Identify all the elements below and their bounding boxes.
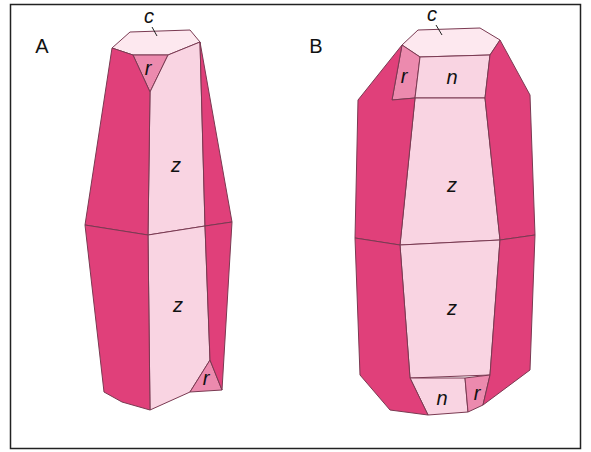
face-label: z xyxy=(447,175,457,195)
leader-line xyxy=(436,25,442,35)
face-dark xyxy=(205,222,232,390)
face-z xyxy=(148,42,205,235)
face-label: n xyxy=(436,388,447,408)
face-label: c xyxy=(427,4,437,24)
crystal-b xyxy=(355,25,535,415)
face-label: c xyxy=(144,6,154,26)
face-label: r xyxy=(203,368,210,388)
face-dark xyxy=(200,42,232,226)
face-label: r xyxy=(145,58,152,78)
face-c xyxy=(402,28,500,57)
face-z xyxy=(400,98,500,245)
face-label: z xyxy=(173,295,183,315)
face-z xyxy=(400,240,500,378)
leader-line xyxy=(152,27,157,36)
face-dark xyxy=(85,225,150,410)
crystal-a xyxy=(85,27,232,410)
face-dark xyxy=(355,238,428,415)
face-dark xyxy=(85,48,150,235)
face-dark xyxy=(485,40,535,240)
face-label: z xyxy=(171,155,181,175)
face-dark xyxy=(483,235,535,405)
face-label: r xyxy=(401,66,408,86)
face-n xyxy=(415,55,490,98)
panel-letter: B xyxy=(309,36,322,56)
panel-letter: A xyxy=(35,36,48,56)
face-dark xyxy=(355,45,415,245)
frame xyxy=(11,5,581,449)
face-label: r xyxy=(474,383,481,403)
face-label: n xyxy=(446,67,457,87)
face-label: z xyxy=(447,298,457,318)
